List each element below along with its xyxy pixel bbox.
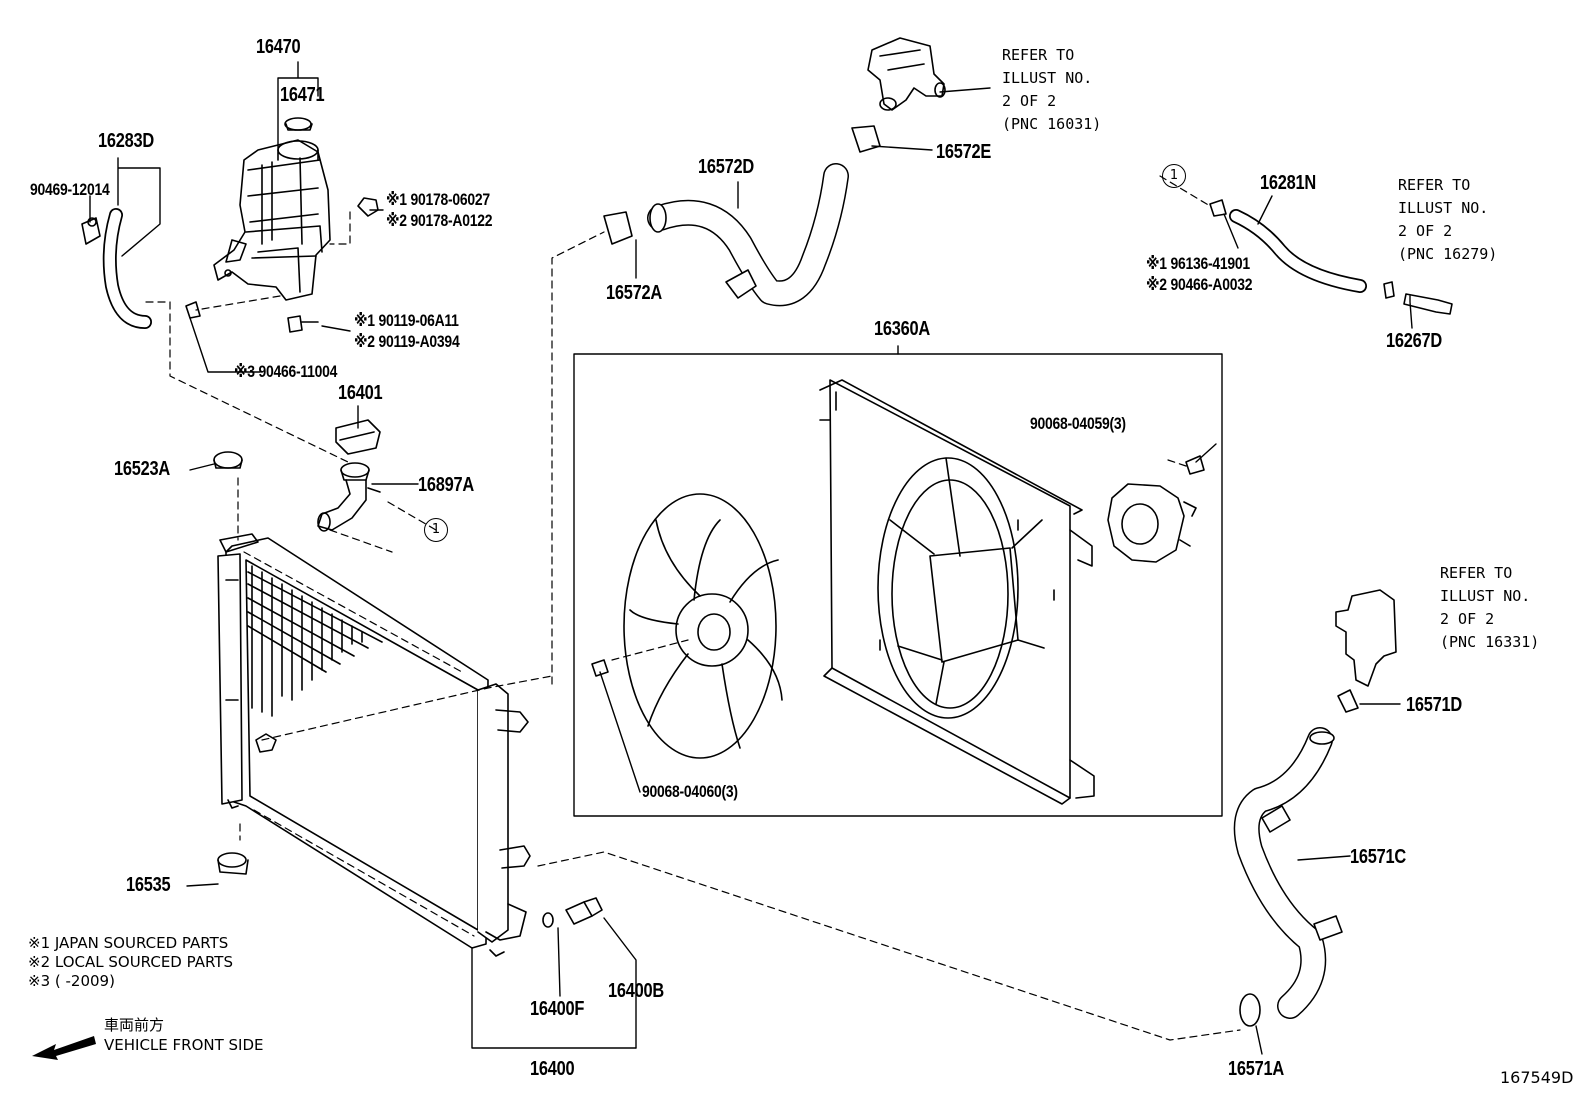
refer-line: ILLUST NO.	[1440, 587, 1531, 605]
vehicle-front-jp: 車両前方	[104, 1016, 165, 1034]
label-16470: 16470	[256, 36, 301, 58]
refer-line: REFER TO	[1002, 46, 1075, 64]
label-16267D: 16267D	[1386, 330, 1442, 352]
reservoir-tank-drawing	[213, 117, 331, 301]
refer-line: (PNC 16331)	[1440, 633, 1540, 651]
note-year: ※3 ( -2009)	[28, 972, 115, 990]
label-16400B: 16400B	[608, 980, 664, 1002]
vehicle-front-en: VEHICLE FRONT SIDE	[104, 1036, 264, 1054]
hose-16283D-drawing	[81, 208, 152, 329]
dashed-lines	[145, 175, 1241, 1041]
bypass-hose-drawing	[1209, 199, 1453, 315]
lower-mount-drawing	[217, 852, 249, 875]
label-16471: 16471	[280, 84, 325, 106]
thermostat-housing-drawing	[867, 37, 946, 111]
refer-line: 2 OF 2	[1440, 610, 1495, 628]
radiator-drawing	[217, 533, 531, 957]
upper-mount-drawing	[213, 451, 243, 469]
refer-block-16331: REFER TO ILLUST NO. 2 OF 2 (PNC 16331)	[1440, 562, 1539, 654]
label-90178-06027: ※1 90178-06027	[386, 190, 490, 209]
label-16400F: 16400F	[530, 998, 585, 1020]
refer-block-16279: REFER TO ILLUST NO. 2 OF 2 (PNC 16279)	[1398, 174, 1497, 266]
label-90119-A0394: ※2 90119-A0394	[354, 332, 460, 351]
label-16571D: 16571D	[1406, 694, 1462, 716]
water-outlet-drawing	[1335, 589, 1397, 713]
label-16572A: 16572A	[606, 282, 662, 304]
label-90469-12014: 90469-12014	[30, 180, 110, 199]
refer-block-16031: REFER TO ILLUST NO. 2 OF 2 (PNC 16031)	[1002, 44, 1101, 136]
illustration-id: 167549D	[1500, 1068, 1574, 1087]
label-16283D: 16283D	[98, 130, 154, 152]
upper-hose-drawing	[603, 125, 881, 307]
note-local-sourced: ※2 LOCAL SOURCED PARTS	[28, 953, 233, 971]
label-90068-04060: 90068-04060(3)	[642, 782, 738, 801]
label-16281N: 16281N	[1260, 172, 1316, 194]
label-16400: 16400	[530, 1058, 575, 1080]
label-16571A: 16571A	[1228, 1058, 1284, 1080]
refer-line: 2 OF 2	[1002, 92, 1057, 110]
label-16523A: 16523A	[114, 458, 170, 480]
label-16571C: 16571C	[1350, 846, 1406, 868]
label-90178-A0122: ※2 90178-A0122	[386, 211, 493, 230]
refer-line: (PNC 16031)	[1002, 115, 1102, 133]
label-16360A: 16360A	[874, 318, 930, 340]
drain-cock-drawing	[542, 897, 603, 928]
refer-line: 2 OF 2	[1398, 222, 1453, 240]
leader-lines	[89, 61, 1413, 1055]
refer-line: ILLUST NO.	[1002, 69, 1093, 87]
refer-line: REFER TO	[1398, 176, 1471, 194]
fan-motor-drawing	[1107, 455, 1205, 563]
label-96136-41901: ※1 96136-41901	[1146, 254, 1250, 273]
refer-line: REFER TO	[1440, 564, 1513, 582]
front-arrow-icon	[32, 1036, 96, 1060]
circle-marker-1: 1	[1162, 164, 1186, 188]
circle-marker-1: 1	[424, 518, 448, 542]
label-16572E: 16572E	[936, 141, 992, 163]
fan-blade-drawing	[623, 493, 783, 759]
refer-line: (PNC 16279)	[1398, 245, 1498, 263]
refer-line: ILLUST NO.	[1398, 199, 1489, 217]
fan-screw-drawing	[591, 659, 609, 677]
label-16401: 16401	[338, 382, 383, 404]
label-90119-06A11: ※1 90119-06A11	[354, 311, 459, 330]
label-16572D: 16572D	[698, 156, 754, 178]
label-90466-11004: ※3 90466-11004	[234, 362, 338, 381]
label-16535: 16535	[126, 874, 171, 896]
radiator-cap-drawing	[335, 419, 381, 455]
label-90068-04059: 90068-04059(3)	[1030, 414, 1126, 433]
label-16897A: 16897A	[418, 474, 474, 496]
fan-shroud-drawing	[819, 379, 1095, 805]
clip-bolt-drawing	[185, 197, 379, 333]
label-90466-A0032: ※2 90466-A0032	[1146, 275, 1253, 294]
note-japan-sourced: ※1 JAPAN SOURCED PARTS	[28, 934, 229, 952]
lower-hose-drawing	[1233, 727, 1343, 1027]
filler-neck-drawing	[317, 462, 381, 532]
